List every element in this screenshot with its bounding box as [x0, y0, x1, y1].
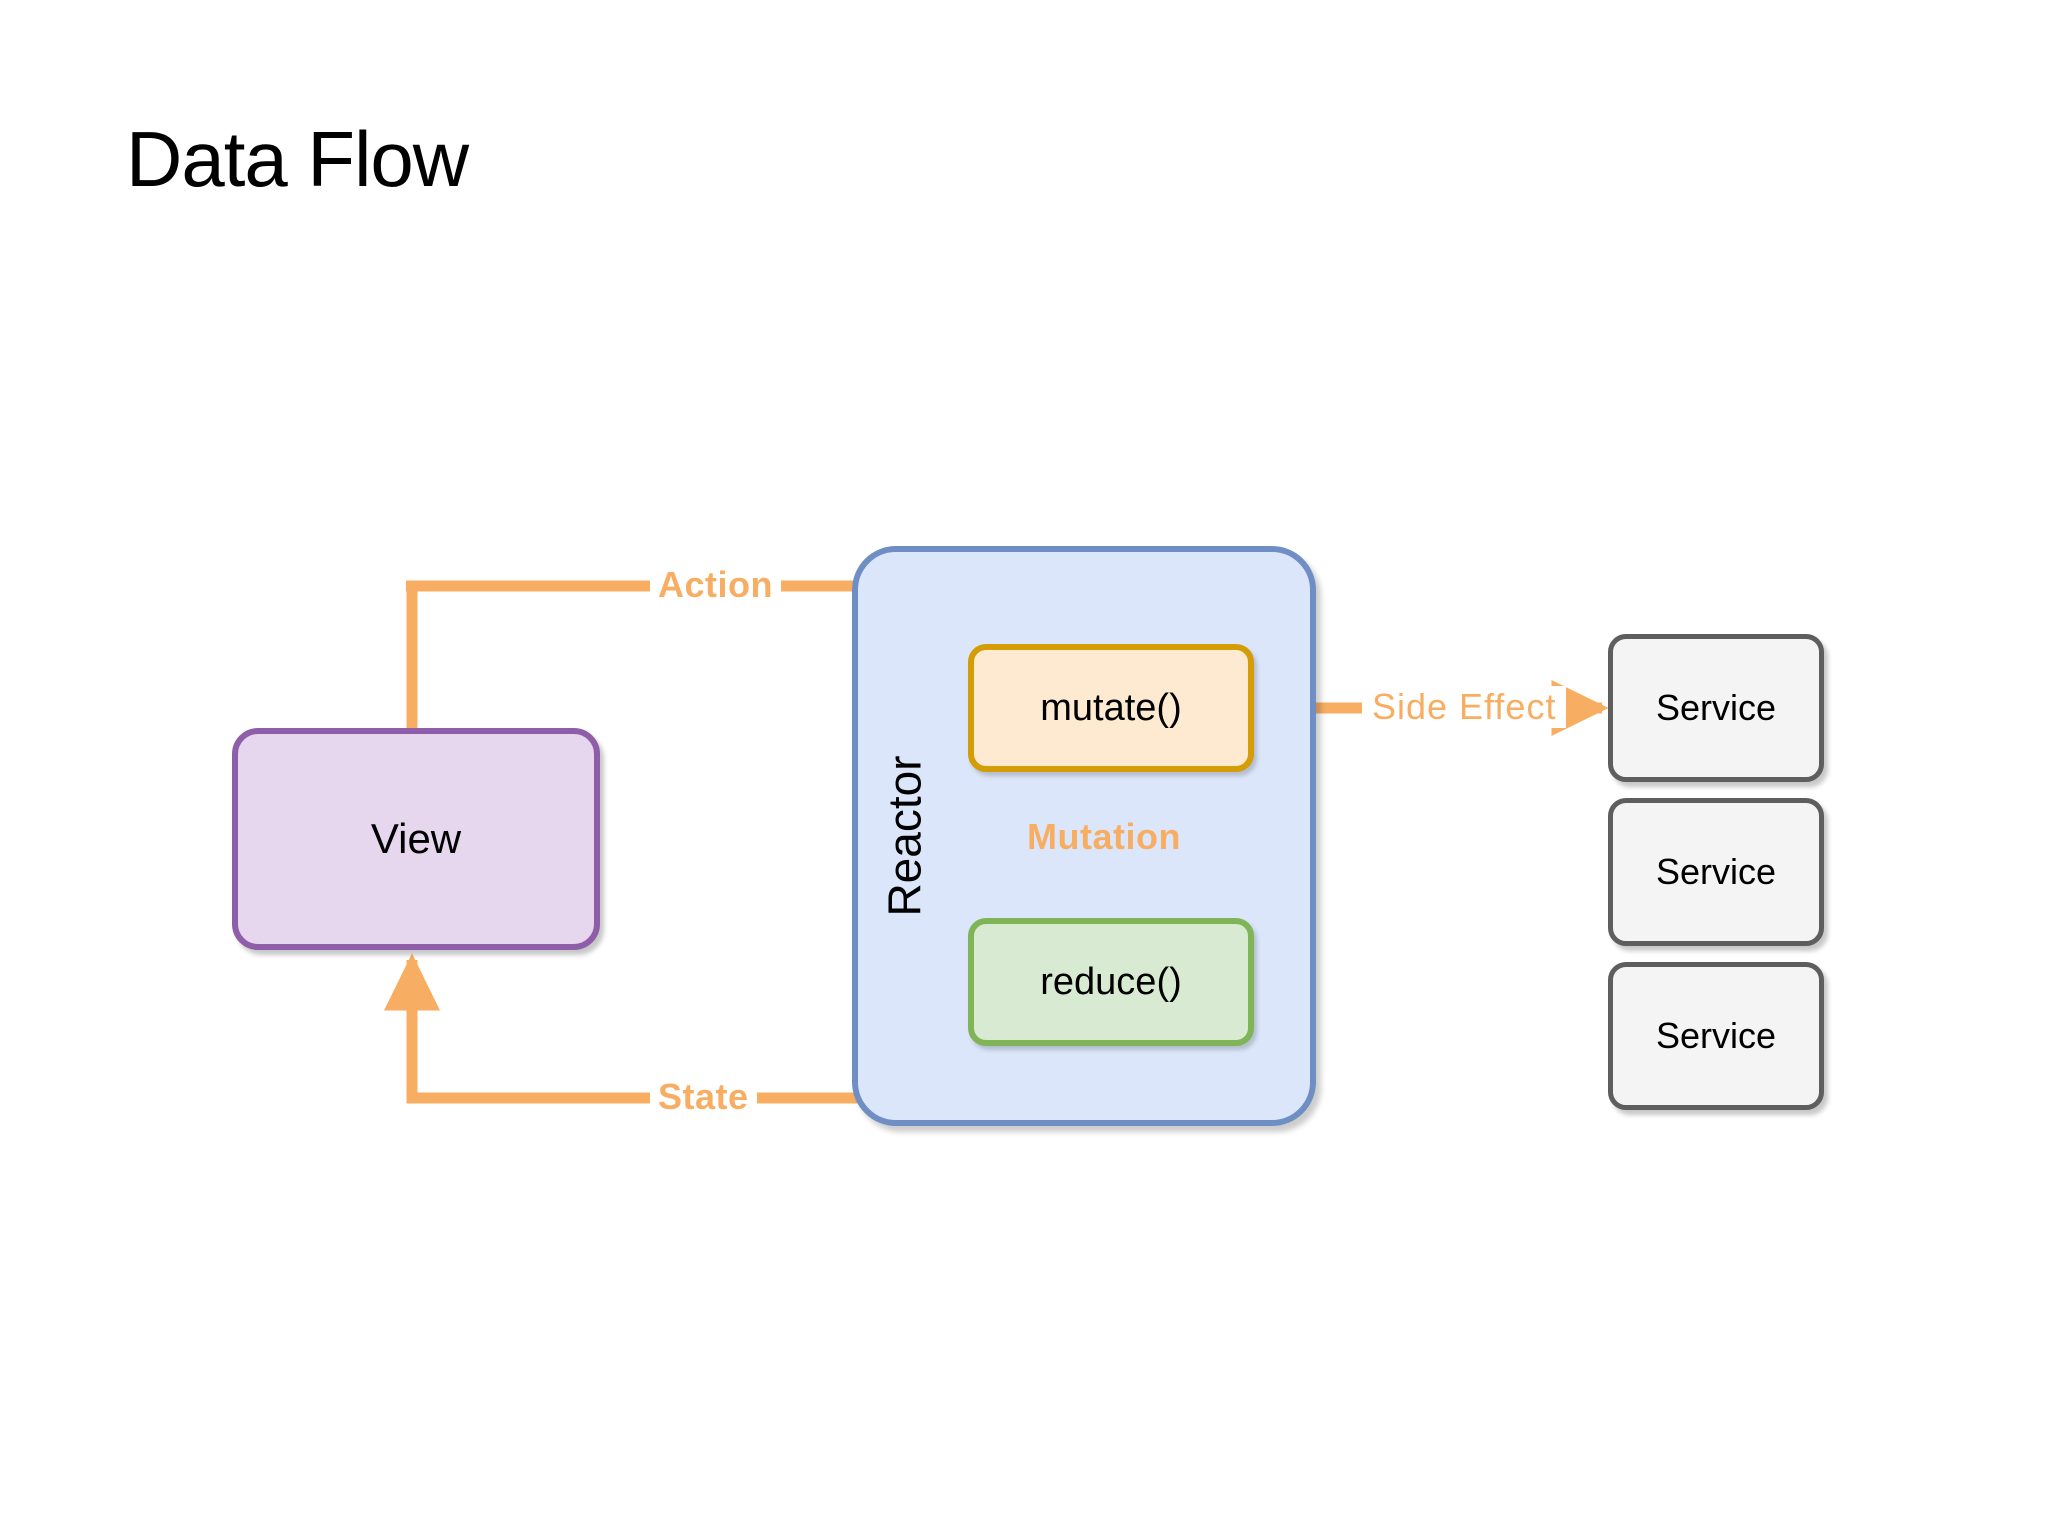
reduce-node-label: reduce() [1040, 960, 1182, 1003]
service-node-1[interactable]: Service [1608, 634, 1824, 782]
edge-label-mutation: Mutation [1017, 816, 1191, 858]
edge-label-side-effect: Side Effect [1362, 686, 1567, 728]
edge-label-state: State [650, 1076, 757, 1118]
mutate-node[interactable]: mutate() [968, 644, 1254, 772]
page-title: Data Flow [126, 115, 469, 203]
reactor-label: Reactor [878, 755, 931, 917]
service-node-2-label: Service [1655, 851, 1777, 892]
edge-label-action: Action [650, 564, 781, 606]
service-node-2[interactable]: Service [1608, 798, 1824, 946]
service-node-3-label: Service [1655, 1015, 1777, 1056]
service-node-3[interactable]: Service [1608, 962, 1824, 1110]
view-node[interactable]: View [232, 728, 600, 950]
reduce-node[interactable]: reduce() [968, 918, 1254, 1046]
service-node-1-label: Service [1655, 687, 1777, 728]
view-node-label: View [370, 815, 462, 862]
mutate-node-label: mutate() [1040, 686, 1182, 729]
